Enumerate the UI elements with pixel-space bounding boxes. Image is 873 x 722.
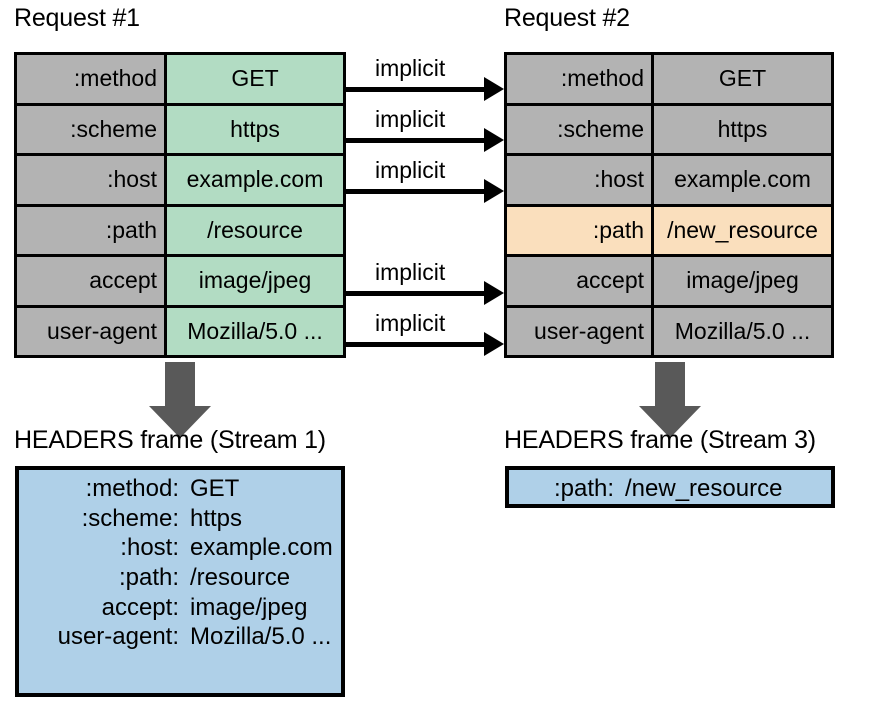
req1-header-name-scheme: :scheme	[17, 105, 167, 153]
frame-header-line: user-agent: Mozilla/5.0 ...	[19, 622, 341, 652]
req1-header-value-accept: image/jpeg	[167, 257, 343, 305]
frame1-line-key-path: :path:	[118, 563, 179, 591]
req1-header-name-host: :host	[17, 156, 167, 204]
req1-header-value-host: example.com	[167, 156, 343, 204]
headers-frame-1-caption: HEADERS frame (Stream 1)	[14, 426, 326, 454]
frame-header-line: :path: /new_resource	[509, 474, 831, 504]
frame1-line-key-accept: accept:	[101, 593, 179, 621]
implicit-arrow-head	[484, 128, 504, 152]
headers-frame-3-box: :path: /new_resource	[505, 466, 835, 508]
headers-frame-3-caption: HEADERS frame (Stream 3)	[504, 426, 816, 454]
frame3-line-key-path: :path:	[553, 475, 614, 502]
req1-header-name-accept: accept	[17, 257, 167, 305]
req2-header-name-accept: accept	[507, 257, 654, 305]
implicit-label: implicit	[375, 157, 446, 183]
frame1-line-key-host: :host:	[120, 534, 179, 562]
implicit-arrow-head	[484, 179, 504, 203]
implicit-arrow-line	[346, 342, 486, 347]
req1-header-value-scheme: https	[167, 105, 343, 153]
req1-header-name-method: :method	[17, 55, 167, 103]
implicit-arrow-head	[484, 281, 504, 305]
req1-header-value-method: GET	[167, 55, 343, 103]
implicit-label: implicit	[375, 259, 446, 285]
down-arrow-shaft-left	[165, 362, 195, 409]
frame-header-line: :scheme: https	[19, 504, 341, 534]
frame1-line-key-method: :method:	[85, 475, 179, 502]
req2-header-value-method: GET	[654, 55, 831, 103]
req2-header-name-method: :method	[507, 55, 654, 103]
req1-header-value-path: /resource	[167, 206, 343, 254]
request-2-title: Request #2	[504, 4, 630, 32]
req2-header-name-scheme: :scheme	[507, 105, 654, 153]
implicit-arrow-line	[346, 291, 486, 296]
frame3-line-value-path: /new_resource	[625, 475, 783, 502]
implicit-arrow-head	[484, 77, 504, 101]
implicit-arrow-line	[346, 138, 486, 143]
implicit-label: implicit	[375, 310, 446, 336]
req2-header-value-path: /new_resource	[654, 206, 831, 254]
req2-header-value-host: example.com	[654, 156, 831, 204]
frame1-line-value-host: example.com	[190, 534, 333, 562]
request-1-title: Request #1	[14, 4, 140, 32]
frame1-line-value-accept: image/jpeg	[190, 593, 308, 621]
frame1-line-value-user-agent: Mozilla/5.0 ...	[190, 623, 332, 651]
req2-header-name-host: :host	[507, 156, 654, 204]
implicit-arrow-line	[346, 87, 486, 92]
implicit-label: implicit	[375, 55, 446, 81]
frame-header-line: :path: /resource	[19, 563, 341, 593]
req2-header-value-accept: image/jpeg	[654, 257, 831, 305]
frame1-line-key-scheme: :scheme:	[81, 504, 179, 532]
req2-header-value-user-agent: Mozilla/5.0 ...	[654, 307, 831, 355]
down-arrow-head-right	[639, 406, 701, 438]
frame1-line-key-user-agent: user-agent:	[57, 623, 179, 651]
headers-frame-1-box: :method: GET :scheme: https :host: example.co…	[15, 466, 345, 697]
frame1-line-value-path: /resource	[190, 563, 291, 591]
frame-header-line: accept: image/jpeg	[19, 593, 341, 623]
req1-header-value-user-agent: Mozilla/5.0 ...	[167, 307, 343, 355]
req1-header-name-path: :path	[17, 206, 167, 254]
frame1-line-value-scheme: https	[190, 504, 243, 532]
frame1-line-value-method: GET	[190, 475, 240, 502]
req1-header-name-user-agent: user-agent	[17, 307, 167, 355]
down-arrow-head-left	[149, 406, 211, 438]
frame-header-line: :host: example.com	[19, 533, 341, 563]
frame-header-line: :method: GET	[19, 474, 341, 504]
implicit-arrow-line	[346, 189, 486, 194]
req2-header-value-scheme: https	[654, 105, 831, 153]
down-arrow-shaft-right	[655, 362, 685, 409]
req2-header-name-path: :path	[507, 206, 654, 254]
req2-header-name-user-agent: user-agent	[507, 307, 654, 355]
table-row: :path/new_resource	[507, 206, 831, 257]
implicit-label: implicit	[375, 106, 446, 132]
implicit-arrow-head	[484, 332, 504, 356]
table-row: :path/resource	[17, 206, 343, 257]
